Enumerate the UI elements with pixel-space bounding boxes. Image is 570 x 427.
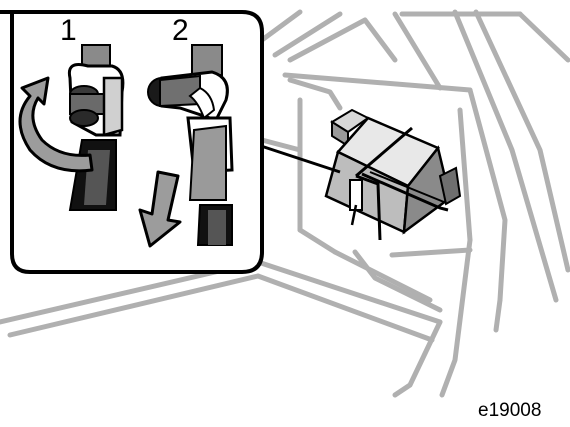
down-arrow-icon bbox=[138, 170, 182, 248]
step-1-label: 1 bbox=[60, 14, 77, 47]
callout-line bbox=[257, 143, 341, 174]
step-1-clip bbox=[67, 44, 125, 211]
step-2-label: 2 bbox=[172, 14, 189, 47]
rotate-arrow-icon bbox=[18, 76, 94, 173]
step-2-clip bbox=[147, 44, 234, 246]
relay-box bbox=[324, 108, 462, 241]
figure-code: e19008 bbox=[478, 400, 541, 421]
